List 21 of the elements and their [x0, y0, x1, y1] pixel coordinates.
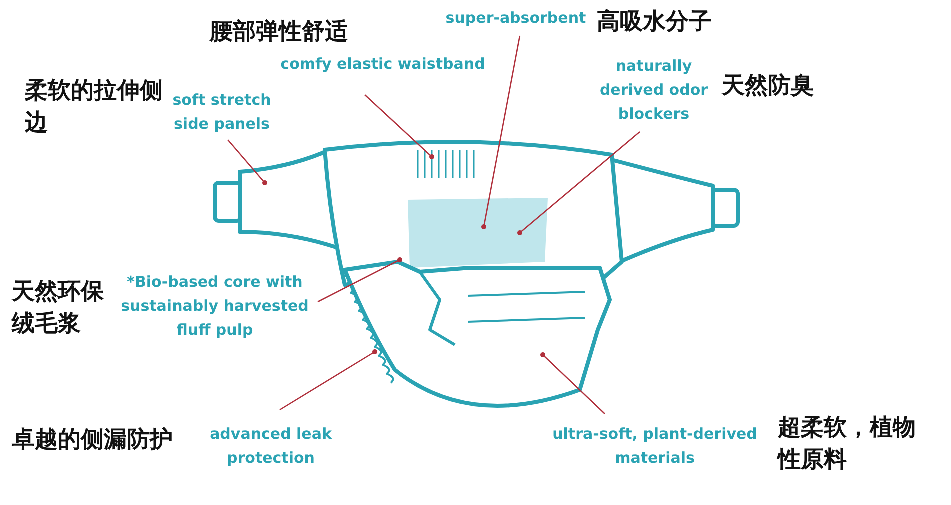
leader-line — [482, 36, 521, 230]
translation-label: 腰部弹性舒适 — [210, 17, 349, 47]
translation-label: 卓越的侧漏防护 — [12, 425, 174, 455]
leader-line — [280, 350, 378, 411]
leader-line — [318, 258, 402, 303]
callout-label: naturally derived odor blockers — [592, 54, 716, 126]
callout-label: soft stretch side panels — [162, 88, 282, 136]
callout-label: comfy elastic waistband — [272, 52, 494, 76]
translation-label: 高吸水分子 — [597, 7, 713, 37]
callout-label: advanced leak protection — [206, 422, 336, 470]
leader-line — [364, 94, 434, 160]
leader-line — [540, 352, 606, 414]
callout-label: *Bio-based core with sustainably harvested fluff pulp — [118, 270, 312, 342]
translation-label: 柔软的拉伸侧边 — [25, 76, 164, 138]
callout-label: ultra-soft, plant-derived materials — [544, 422, 766, 470]
callout-label: super-absorbent — [438, 6, 594, 30]
leader-line — [228, 140, 268, 186]
leader-line — [518, 132, 640, 236]
translation-label: 天然环保绒毛浆 — [12, 277, 105, 339]
translation-label: 超柔软，植物性原料 — [778, 413, 917, 475]
translation-label: 天然防臭 — [722, 71, 815, 101]
